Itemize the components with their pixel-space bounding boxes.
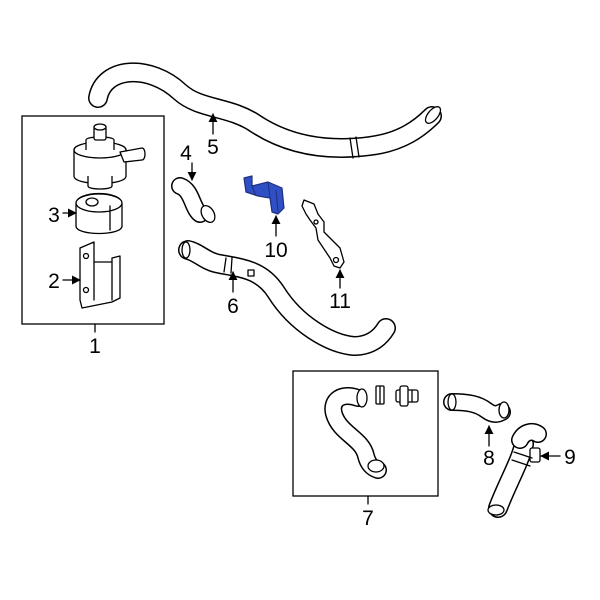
pump-bracket[interactable] <box>79 241 121 309</box>
callout-10: 10 <box>264 239 287 262</box>
callout-4: 4 <box>180 142 192 165</box>
hose-connector[interactable] <box>395 385 419 407</box>
lower-hose[interactable] <box>178 240 396 356</box>
callout-1: 1 <box>89 335 101 358</box>
hose-9[interactable] <box>487 423 547 518</box>
callout-8: 8 <box>483 447 495 470</box>
callout-arrows <box>62 113 561 461</box>
short-hose-8[interactable] <box>443 393 511 423</box>
upper-hose[interactable] <box>88 62 443 159</box>
bypass-hose[interactable] <box>324 387 387 479</box>
assembly-7-box <box>292 370 439 505</box>
hose-clip[interactable] <box>375 385 385 405</box>
highlighted-bracket-10[interactable] <box>243 175 285 215</box>
callout-7: 7 <box>362 507 374 530</box>
pump-cushion[interactable] <box>75 192 123 235</box>
bracket-11[interactable] <box>301 199 345 269</box>
callout-9: 9 <box>564 446 576 469</box>
callout-2: 2 <box>48 270 60 293</box>
callout-11: 11 <box>329 290 351 313</box>
callout-6: 6 <box>227 295 239 318</box>
callout-3: 3 <box>48 204 60 227</box>
water-pump[interactable] <box>73 123 146 190</box>
assembly-1-box <box>21 115 165 333</box>
elbow-hose[interactable] <box>171 177 218 225</box>
callout-5: 5 <box>207 136 219 159</box>
